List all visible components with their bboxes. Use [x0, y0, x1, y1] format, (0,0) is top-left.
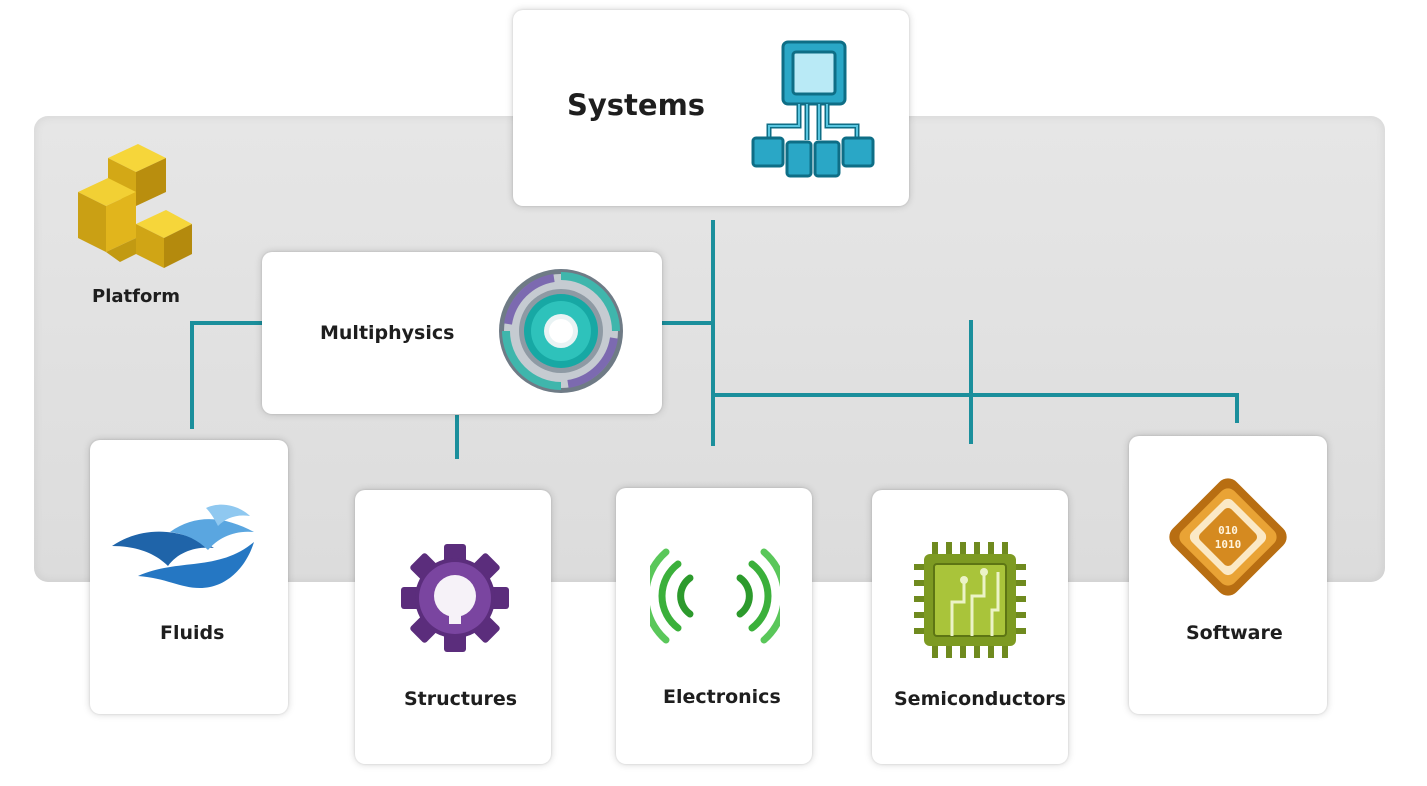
- stacked-cubes-icon: [78, 144, 192, 268]
- svg-text:1010: 1010: [1215, 538, 1242, 551]
- structures-label: Structures: [404, 688, 518, 710]
- chip-icon: [914, 542, 1026, 658]
- gear-icon: [401, 544, 509, 652]
- binary-diamond-icon: 010 1010: [1169, 478, 1287, 596]
- waves-icon: [112, 504, 254, 588]
- svg-text:010: 010: [1218, 524, 1238, 537]
- fluids-label: Fluids: [160, 622, 225, 644]
- rings-icon: [499, 269, 623, 393]
- systems-label: Systems: [567, 88, 706, 122]
- system-hierarchy-icon: [751, 40, 875, 178]
- semiconductors-card[interactable]: Semiconductors: [872, 490, 1068, 764]
- software-card[interactable]: 010 1010 Software: [1129, 436, 1327, 714]
- electronics-label: Electronics: [663, 686, 781, 708]
- electronics-card[interactable]: Electronics: [616, 488, 812, 764]
- platform-label: Platform: [92, 286, 180, 307]
- signal-waves-icon: [650, 548, 780, 644]
- multiphysics-card[interactable]: Multiphysics: [262, 252, 662, 414]
- semiconductors-label: Semiconductors: [894, 688, 1066, 710]
- structures-card[interactable]: Structures: [355, 490, 551, 764]
- fluids-card[interactable]: Fluids: [90, 440, 288, 714]
- multiphysics-label: Multiphysics: [320, 322, 455, 344]
- software-label: Software: [1186, 622, 1283, 644]
- systems-card[interactable]: Systems: [513, 10, 909, 206]
